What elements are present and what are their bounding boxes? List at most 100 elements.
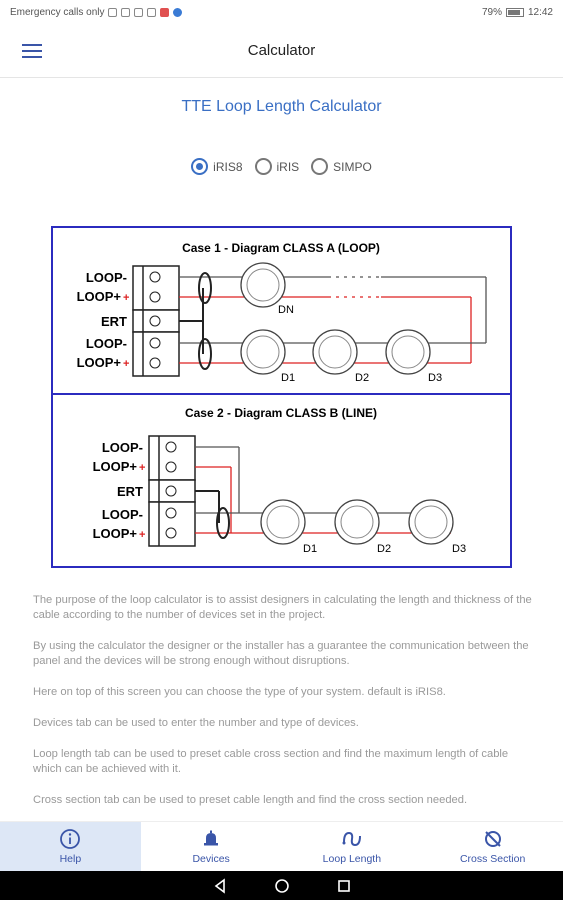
app-bar: Calculator: [0, 24, 563, 78]
bell-icon: [204, 830, 219, 846]
description: The purpose of the loop calculator is to…: [33, 593, 533, 824]
cross-section-icon: [484, 831, 501, 847]
description-paragraph: Loop length tab can be used to preset ca…: [33, 748, 509, 775]
radio-unchecked-icon[interactable]: [254, 158, 272, 175]
terminal-block: [132, 309, 180, 333]
detector-d3-icon: [385, 329, 431, 375]
terminal-screw: [149, 291, 161, 303]
case1-loop-plus-label-2: LOOP+: [77, 355, 122, 370]
radio-option-iris8[interactable]: iRIS8: [191, 158, 243, 175]
description-paragraph: Here on top of this screen you can choos…: [33, 686, 446, 698]
radio-label: SIMPO: [333, 159, 372, 174]
home-icon[interactable]: [274, 878, 290, 894]
status-time: 12:42: [527, 6, 553, 18]
terminal-screw: [149, 271, 161, 283]
detector-d1-icon: [240, 329, 286, 375]
tab-cross-section-label: Cross Section: [459, 853, 526, 865]
wiring-diagram: Case 1 - Diagram CLASS A (LOOP) LOOP- LO…: [51, 226, 512, 568]
system-type-radio-group: iRIS8 iRIS SIMPO: [0, 158, 563, 175]
tab-loop-length[interactable]: Loop Length: [282, 822, 423, 871]
case1-d1-label: D1: [281, 372, 295, 384]
terminal-screw: [149, 337, 161, 349]
terminal-block: [148, 479, 196, 503]
status-left: Emergency calls only: [10, 6, 183, 18]
status-carrier-text: Emergency calls only: [10, 6, 105, 18]
radio-label: iRIS8: [213, 159, 243, 174]
cable-shield: [216, 507, 230, 539]
page-heading: TTE Loop Length Calculator: [181, 98, 382, 115]
radio-label: iRIS: [276, 159, 300, 174]
case1-loop-plus-label: LOOP+: [77, 289, 122, 304]
terminal-screw: [165, 507, 177, 519]
case1-ert-label: ERT: [101, 314, 127, 329]
radio-option-iris[interactable]: iRIS: [254, 158, 300, 175]
radio-option-simpo[interactable]: SIMPO: [311, 158, 372, 175]
battery-icon: [505, 7, 524, 17]
detector-dn-icon: [240, 262, 286, 308]
dn-label: DN: [278, 304, 294, 316]
radio-unchecked-icon[interactable]: [311, 158, 329, 175]
system-navigation-bar: [0, 871, 563, 900]
case2-d3-label: D3: [452, 543, 466, 555]
case2-loop-plus-label: LOOP+: [93, 459, 138, 474]
app-title: Calculator: [247, 42, 316, 59]
case2-diagram: Case 2 - Diagram CLASS B (LINE) LOOP- LO…: [93, 406, 467, 555]
detector-d3-icon: [408, 499, 454, 545]
case2-loop-plus-label-2: LOOP+: [93, 526, 138, 541]
terminal-screw: [165, 485, 177, 497]
tab-devices[interactable]: Devices: [141, 822, 282, 871]
case2-loop-minus-label-2: LOOP-: [102, 507, 143, 522]
usb-icon: [134, 7, 144, 17]
plus-sign: +: [123, 358, 129, 370]
loop-icon: [342, 831, 361, 847]
status-right: 79% 12:42: [482, 7, 553, 18]
wifi-icon: [121, 7, 131, 17]
tab-cross-section[interactable]: Cross Section: [422, 822, 563, 871]
mail-icon: [160, 7, 170, 17]
case1-loop-minus-label-2: LOOP-: [86, 336, 127, 351]
description-paragraph: The purpose of the loop calculator is to…: [33, 594, 532, 621]
case1-d2-label: D2: [355, 372, 369, 384]
sim-icon: [108, 7, 118, 17]
tab-help[interactable]: Help: [0, 822, 141, 871]
detector-d1-icon: [260, 499, 306, 545]
tab-help-label: Help: [59, 853, 82, 865]
case1-title: Case 1 - Diagram CLASS A (LOOP): [182, 241, 380, 255]
recents-icon[interactable]: [336, 878, 352, 894]
detector-d2-icon: [334, 499, 380, 545]
plus-sign: +: [139, 529, 145, 541]
case2-title: Case 2 - Diagram CLASS B (LINE): [185, 406, 377, 420]
plus-sign: +: [123, 292, 129, 304]
case2-ert-label: ERT: [117, 484, 143, 499]
hamburger-menu-icon[interactable]: [20, 40, 44, 62]
case2-loop-minus-label: LOOP-: [102, 440, 143, 455]
back-icon[interactable]: [212, 877, 228, 894]
tab-devices-label: Devices: [192, 853, 230, 865]
case1-loop-minus-label: LOOP-: [86, 270, 127, 285]
description-paragraph: Cross section tab can be used to preset …: [33, 794, 468, 806]
bottom-navigation: Help Devices Loop Length Cross Section: [0, 821, 563, 871]
terminal-block: [148, 501, 196, 547]
description-paragraph: Devices tab can be used to enter the num…: [33, 717, 359, 729]
terminal-screw: [165, 527, 177, 539]
terminal-screw: [149, 357, 161, 369]
tab-loop-length-label: Loop Length: [322, 853, 382, 865]
plus-sign: +: [139, 462, 145, 474]
case1-diagram: Case 1 - Diagram CLASS A (LOOP) LOOP- LO…: [77, 241, 487, 384]
terminal-screw: [165, 441, 177, 453]
battery-percent: 79%: [481, 6, 502, 18]
radio-checked-icon[interactable]: [191, 158, 209, 175]
case1-d3-label: D3: [428, 372, 442, 384]
detector-d2-icon: [312, 329, 358, 375]
app-notification-icon: [173, 7, 183, 17]
cable-shield: [198, 272, 212, 304]
terminal-block: [132, 331, 180, 377]
case2-d1-label: D1: [303, 543, 317, 555]
cable-shield: [198, 338, 212, 370]
case2-d2-label: D2: [377, 543, 391, 555]
image-icon: [147, 7, 157, 17]
terminal-screw: [149, 315, 161, 327]
terminal-screw: [165, 461, 177, 473]
info-icon: [60, 829, 81, 849]
description-paragraph: By using the calculator the designer or …: [33, 640, 529, 667]
